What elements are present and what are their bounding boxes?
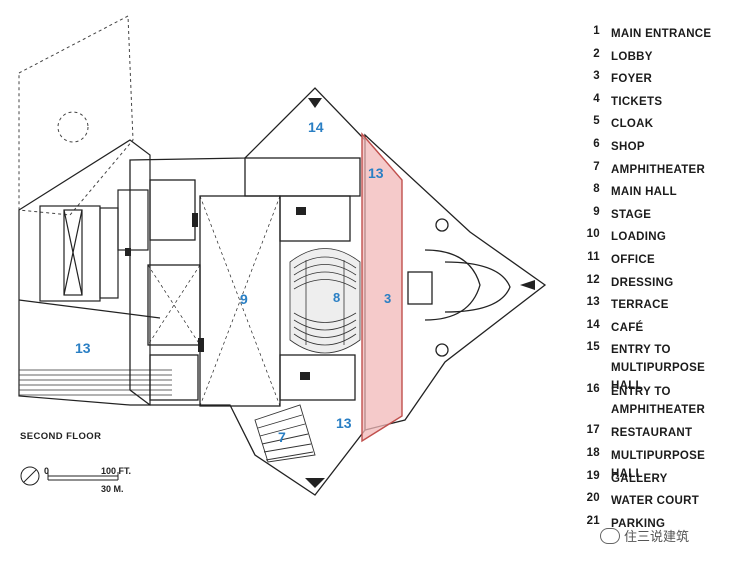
- legend-label: TERRACE: [611, 299, 669, 312]
- legend-number: 20: [586, 492, 600, 505]
- legend-item: 8 MAIN HALL: [578, 183, 738, 206]
- terrace-stairs: [19, 369, 172, 396]
- legend-label: CAFÉ: [611, 321, 644, 334]
- legend-item: 6 SHOP: [578, 138, 738, 161]
- legend-label: OFFICE: [611, 253, 655, 266]
- legend-number: 11: [587, 250, 600, 263]
- legend-label: RESTAURANT: [611, 427, 693, 440]
- legend-item: 16 ENTRY TO AMPHITHEATER: [578, 383, 738, 425]
- legend-label: FOYER: [611, 73, 653, 86]
- label-stage: 9: [240, 291, 248, 307]
- legend-item: 10 LOADING: [578, 228, 738, 251]
- floor-caption: SECOND FLOOR: [20, 431, 102, 442]
- legend-item: 19 GALLERY: [578, 470, 738, 493]
- legend-item: 11 OFFICE: [578, 251, 738, 274]
- legend-item: 9 STAGE: [578, 206, 738, 229]
- legend-number: 9: [593, 205, 600, 218]
- legend-number: 3: [593, 70, 600, 83]
- dashed-outline: [18, 15, 134, 216]
- legend-number: 18: [586, 446, 600, 459]
- label-amphitheater: 7: [278, 429, 286, 445]
- legend-number: 13: [586, 296, 600, 309]
- legend-label: LOBBY: [611, 50, 653, 63]
- legend-number: 5: [593, 115, 600, 128]
- legend-item: 2 LOBBY: [578, 48, 738, 71]
- legend-label: SHOP: [611, 140, 645, 153]
- legend-item: 7 AMPHITHEATER: [578, 161, 738, 184]
- legend-label: GALLERY: [611, 472, 668, 485]
- legend-item: 12 DRESSING: [578, 274, 738, 297]
- legend-label: ENTRY TO AMPHITHEATER: [611, 385, 706, 416]
- main-building: [129, 87, 366, 496]
- legend: 1 MAIN ENTRANCE 2 LOBBY 3 FOYER 4 TICKETS 5 CLOAK…: [578, 25, 738, 537]
- watermark: 住三说建筑: [600, 526, 689, 545]
- legend-number: 10: [586, 228, 600, 241]
- label-foyer: 3: [384, 291, 391, 306]
- legend-number: 6: [593, 137, 600, 150]
- legend-number: 17: [586, 424, 600, 437]
- legend-number: 8: [593, 183, 600, 196]
- legend-item: 3 FOYER: [578, 70, 738, 93]
- scale-zero: 0: [44, 466, 50, 476]
- legend-number: 19: [586, 469, 600, 482]
- scale-meters: 30 M.: [101, 484, 124, 494]
- scale-feet: 100 FT.: [101, 466, 132, 476]
- left-wing: [18, 139, 161, 406]
- legend-item: 18 MULTIPURPOSE HALL: [578, 446, 738, 480]
- amphitheater-steps: [254, 404, 316, 463]
- legend-item: 5 CLOAK: [578, 115, 738, 138]
- legend-number: 21: [586, 514, 600, 527]
- corner-wedges: [305, 98, 535, 488]
- legend-label: PARKING: [611, 517, 666, 530]
- label-terrace-bottom: 13: [336, 415, 352, 431]
- foyer-highlight: [361, 132, 403, 443]
- legend-item: 1 MAIN ENTRANCE: [578, 25, 738, 48]
- legend-number: 14: [586, 318, 600, 331]
- label-terrace-top: 13: [368, 165, 384, 181]
- label-main-hall: 8: [333, 290, 340, 305]
- legend-number: 15: [586, 341, 600, 354]
- legend-label: TICKETS: [611, 95, 663, 108]
- legend-item: 20 WATER COURT: [578, 492, 738, 515]
- legend-label: MAIN ENTRANCE: [611, 28, 712, 40]
- legend-number: 7: [593, 160, 600, 173]
- structural-blocks: [125, 207, 310, 380]
- watermark-text: 住三说建筑: [624, 529, 690, 544]
- legend-item: 14 CAFÉ: [578, 319, 738, 342]
- label-cafe: 14: [308, 119, 324, 135]
- legend-label: STAGE: [611, 208, 652, 221]
- legend-number: 12: [586, 273, 600, 286]
- legend-item: 17 RESTAURANT: [578, 424, 738, 447]
- legend-label: ENTRY TO MULTIPURPOSE HALL: [611, 344, 706, 393]
- legend-item: 15 ENTRY TO MULTIPURPOSE HALL: [578, 341, 738, 392]
- legend-number: 16: [586, 382, 600, 395]
- legend-label: CLOAK: [611, 118, 654, 131]
- main-hall-seating: [289, 248, 361, 354]
- legend-label: AMPHITHEATER: [611, 163, 706, 176]
- legend-item: 21 PARKING: [578, 515, 738, 538]
- legend-label: MULTIPURPOSE HALL: [611, 449, 706, 480]
- legend-number: 1: [593, 25, 600, 37]
- legend-number: 4: [593, 92, 600, 105]
- scale-bar: [20, 466, 119, 486]
- legend-label: MAIN HALL: [611, 186, 677, 199]
- legend-label: LOADING: [611, 231, 667, 244]
- legend-item: 4 TICKETS: [578, 93, 738, 116]
- chat-bubble-icon: [600, 527, 620, 544]
- legend-label: DRESSING: [611, 276, 674, 289]
- legend-item: 13 TERRACE: [578, 296, 738, 319]
- legend-label: WATER COURT: [611, 495, 700, 508]
- legend-number: 2: [593, 47, 600, 60]
- label-terrace-left: 13: [75, 340, 91, 356]
